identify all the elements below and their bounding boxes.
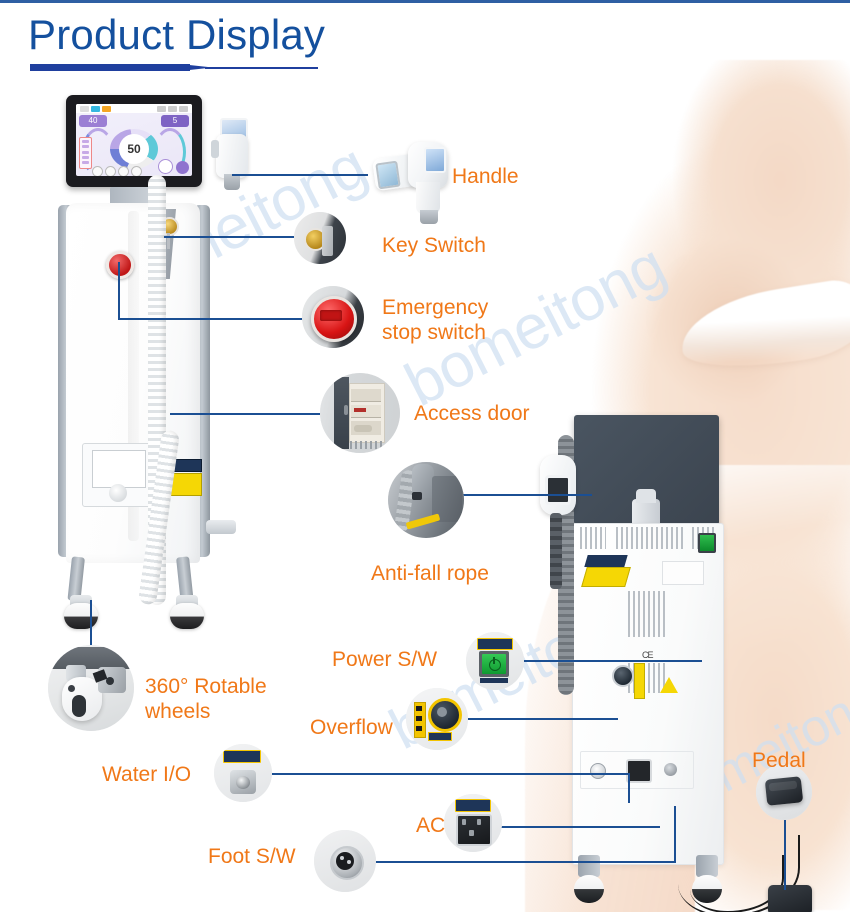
connector-foot-sw-vertical: [674, 806, 677, 862]
ac-callout-photo: [444, 794, 502, 852]
connector-key-switch: [164, 236, 299, 239]
label-rotable: 360° Rotable wheels: [145, 675, 267, 723]
connector-overflow: [468, 718, 618, 721]
touchscreen-display[interactable]: 40 5 50: [76, 104, 192, 176]
page-title: Product Display: [28, 11, 326, 58]
connector-rotable-wheels: [90, 600, 93, 648]
vent-grille: [628, 591, 668, 637]
label-ac: AC: [416, 814, 446, 837]
connector-access-door: [170, 413, 320, 416]
underline-thick-segment: [30, 64, 190, 71]
connector-power-sw: [524, 660, 702, 663]
cable-hook: [206, 520, 236, 534]
foot-switch-jack-device[interactable]: [664, 763, 677, 776]
power-switch-callout-photo: [466, 632, 524, 690]
frequency-badge: 5: [161, 115, 189, 127]
title-underline: [30, 63, 318, 71]
label-key-switch: Key Switch: [382, 234, 486, 257]
anti-fall-rope-callout-photo: [388, 462, 464, 538]
label-water-io: Water I/O: [102, 763, 192, 786]
connector-handle: [232, 174, 368, 177]
pedal-cable: [678, 835, 800, 912]
front-access-panel: [82, 443, 158, 507]
connector-emergency-horizontal: [118, 318, 304, 321]
connector-anti-fall: [460, 494, 592, 497]
rear-handpiece: [538, 455, 578, 589]
mounted-handpiece: [211, 118, 250, 196]
right-arc-gauge: [154, 128, 186, 176]
access-door-callout-photo: [320, 373, 400, 453]
vent-grille: [616, 527, 684, 549]
pulse-width-badge: 40: [79, 115, 107, 127]
rear-yellow-label: [581, 567, 631, 587]
label-overflow: Overflow: [310, 716, 393, 739]
rotable-wheels-callout-photo: [48, 645, 134, 731]
top-accent-bar: [0, 0, 850, 3]
handle-photo: [372, 138, 454, 228]
water-io-callout-photo: [214, 744, 272, 802]
label-access-door: Access door: [414, 402, 530, 425]
connector-pedal: [784, 818, 787, 890]
rear-spec-sticker: [662, 561, 704, 585]
handpiece-clip: [211, 140, 219, 158]
body-front-panel: [66, 203, 202, 563]
rear-caster-left: [574, 855, 604, 905]
caster-wheel-right: [170, 595, 204, 629]
power-switch-device[interactable]: [698, 533, 716, 553]
machine-legs: [64, 556, 204, 629]
label-pedal: Pedal: [752, 749, 806, 772]
emergency-stop-callout-photo: [302, 286, 364, 348]
overflow-marking-strip: [634, 663, 645, 699]
level-strip: [79, 137, 92, 169]
decrement-button[interactable]: [158, 159, 173, 174]
connector-water-io-horizontal: [262, 773, 630, 776]
start-button[interactable]: [176, 161, 189, 174]
ce-mark: CE: [642, 650, 653, 660]
label-foot-sw: Foot S/W: [208, 845, 296, 868]
underline-taper: [180, 64, 208, 71]
overflow-callout-photo: [406, 688, 468, 750]
screen-neck: [110, 187, 154, 205]
rear-connector-plate: [580, 751, 694, 789]
cable-port: [109, 484, 127, 502]
water-port-device[interactable]: [590, 763, 606, 779]
label-handle: Handle: [452, 165, 519, 188]
connector-emergency-vertical: [118, 262, 121, 320]
label-anti-fall: Anti-fall rope: [371, 562, 489, 585]
screen-button-row[interactable]: [92, 164, 154, 176]
handpiece-tip: [224, 174, 240, 190]
handle-lcd: [424, 147, 446, 173]
body-seam: [128, 211, 139, 541]
connector-ac: [498, 826, 660, 829]
touchscreen-bezel: 40 5 50: [66, 95, 202, 187]
label-emergency: Emergency stop switch: [382, 296, 489, 344]
main-laser-machine: 40 5 50: [58, 95, 258, 629]
connector-foot-sw-horizontal: [370, 861, 676, 864]
handle-treatment-window: [375, 160, 401, 190]
screen-parameter-row: 40 5: [79, 115, 189, 127]
rear-handpiece-window: [545, 475, 571, 505]
vent-grille: [580, 527, 606, 549]
rear-dark-label: [584, 555, 628, 567]
caster-wheel-left: [64, 595, 98, 629]
handpiece-body: [216, 134, 248, 178]
overflow-valve-device[interactable]: [612, 665, 634, 687]
anti-fall-strap: [550, 513, 562, 589]
handle-neck: [416, 182, 440, 214]
pedal-callout-photo: [756, 764, 812, 820]
machine-body: [58, 203, 210, 563]
energy-value: 50: [119, 134, 149, 164]
handle-foot: [420, 210, 438, 224]
foot-switch-callout-photo: [314, 830, 376, 892]
label-power-sw: Power S/W: [332, 648, 438, 671]
laser-warning-icon: [660, 677, 678, 693]
foot-pedal-device[interactable]: [768, 885, 812, 912]
energy-gauge: 50: [110, 129, 158, 169]
screen-toolbar: [76, 104, 192, 113]
panel-inner-plate: [92, 450, 146, 488]
ac-socket-device[interactable]: [626, 759, 652, 783]
underline-thin-segment: [205, 67, 318, 69]
key-switch-callout-photo: [294, 212, 346, 264]
connector-water-io-vertical: [628, 773, 631, 803]
